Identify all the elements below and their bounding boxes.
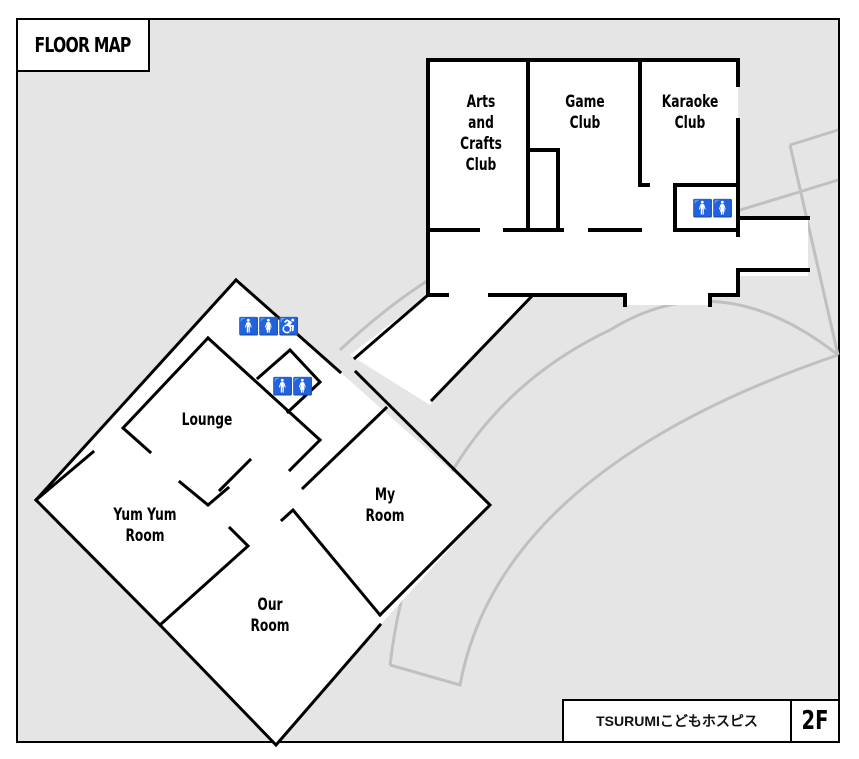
room-game-club[interactable]: Game Club <box>565 92 605 133</box>
walls <box>33 58 810 748</box>
room-my-room[interactable]: My Room <box>365 485 405 526</box>
room-yum-yum-room[interactable]: Yum Yum Room <box>113 505 177 546</box>
room-our-room[interactable]: Our Room <box>250 595 290 636</box>
room-lounge[interactable]: Lounge <box>181 410 233 430</box>
room-arts-and-crafts-club[interactable]: Arts and Crafts Club <box>460 92 502 175</box>
upper-wing <box>350 60 808 405</box>
title-text: FLOOR MAP <box>34 33 132 57</box>
footer-label: TSURUMIこどもホスピス 2F <box>562 699 840 743</box>
facility-name: TSURUMIこどもホスピス <box>564 701 792 741</box>
restroom-icon-upper: 🚹🚺 <box>692 199 733 218</box>
room-karaoke-club[interactable]: Karaoke Club <box>661 92 719 133</box>
restroom-icon-small: 🚹🚺 <box>272 377 313 396</box>
male-female-restroom-icon: 🚹🚺 <box>692 199 733 218</box>
male-female-restroom-icon: 🚹🚺 <box>272 377 313 396</box>
floor-number: 2F <box>801 706 829 736</box>
accessible-restroom-icon: 🚹🚺♿ <box>238 317 300 336</box>
floor-map-title: FLOOR MAP <box>16 18 150 72</box>
restroom-icon-accessible: 🚹🚺♿ <box>238 317 300 336</box>
